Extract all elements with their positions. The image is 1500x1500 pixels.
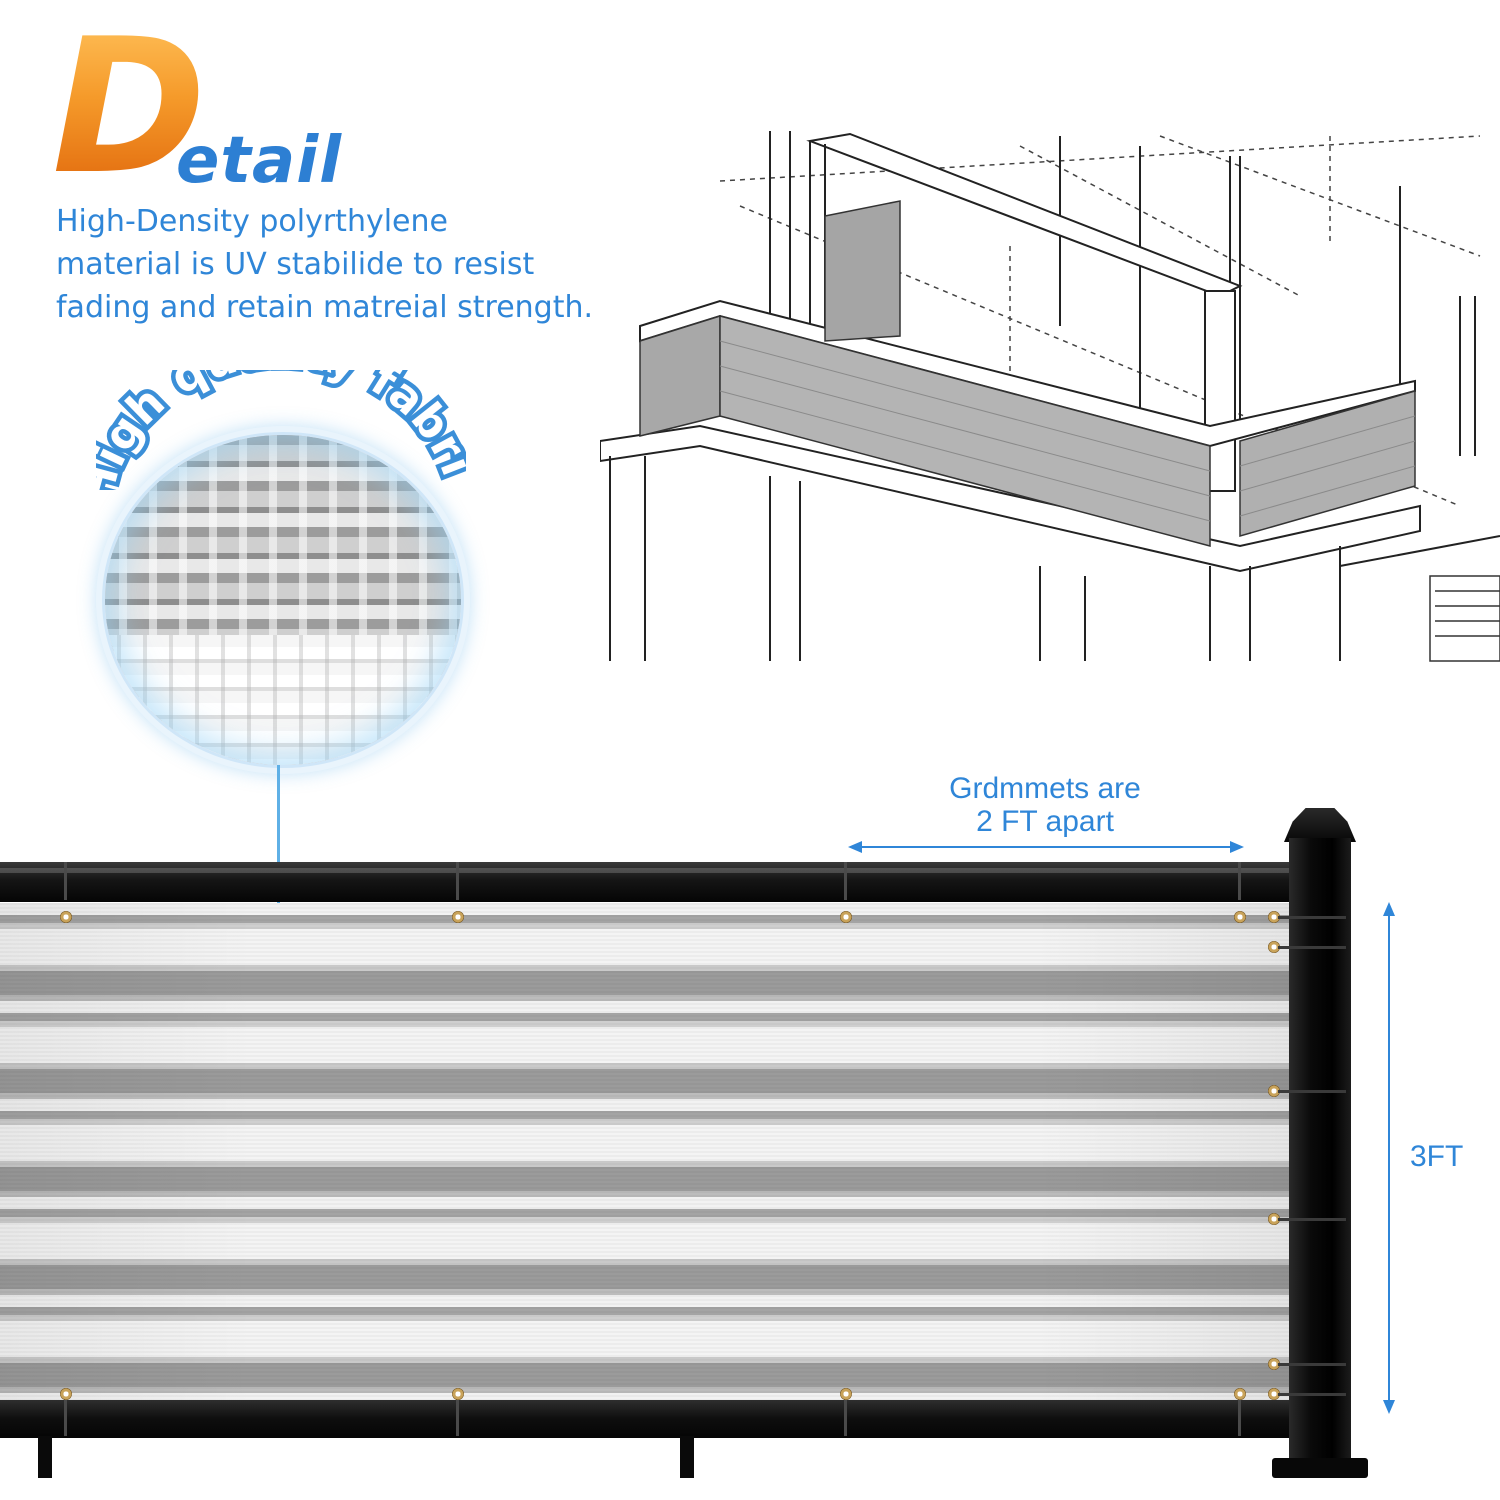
zip-tie: [1238, 1398, 1241, 1436]
detail-title: D etail: [52, 14, 372, 200]
grommet: [1268, 911, 1280, 923]
description-line-2: material is UV stabilide to resist: [56, 247, 535, 282]
grommet: [60, 1388, 72, 1400]
balcony-illustration: [600, 131, 1500, 662]
zip-tie: [456, 862, 459, 900]
zip-tie: [844, 1398, 847, 1436]
grommet-spacing-line-1: Grdmmets are: [949, 772, 1141, 805]
zip-tie: [1278, 916, 1346, 919]
vertical-dimension-arrow: [1383, 902, 1395, 1414]
product-description: High-Density polyrthylene material is UV…: [56, 200, 616, 329]
title-initial: D: [52, 0, 207, 215]
horizontal-dimension-arrow: [848, 841, 1244, 853]
grommet-spacing-label: Grdmmets are 2 FT apart: [900, 772, 1190, 838]
fabric-closeup: [102, 432, 464, 768]
post-cap: [1284, 808, 1356, 842]
grommet: [1268, 1358, 1280, 1370]
rail-foot: [38, 1436, 52, 1478]
top-rail: [0, 862, 1300, 902]
zip-tie: [1278, 1393, 1346, 1396]
grommet: [1268, 1213, 1280, 1225]
grommet: [452, 911, 464, 923]
grommet: [452, 1388, 464, 1400]
zip-tie: [1278, 1363, 1346, 1366]
grommet: [1268, 1085, 1280, 1097]
zip-tie: [64, 862, 67, 900]
zip-tie: [1278, 946, 1346, 949]
callout-line: [277, 765, 280, 937]
grommet: [60, 911, 72, 923]
grommet: [840, 911, 852, 923]
privacy-screen: [0, 903, 1290, 1400]
title-rest: etail: [176, 124, 343, 198]
grommet: [1268, 1388, 1280, 1400]
zip-tie: [1278, 1218, 1346, 1221]
description-line-1: High-Density polyrthylene: [56, 204, 448, 239]
zip-tie: [64, 1398, 67, 1436]
zip-tie: [1238, 862, 1241, 900]
post-base: [1272, 1458, 1368, 1478]
rail-foot: [680, 1436, 694, 1478]
fence-post: [1289, 838, 1351, 1460]
grommet-spacing-line-2: 2 FT apart: [976, 805, 1114, 838]
grommet: [1234, 911, 1246, 923]
zip-tie: [1278, 1090, 1346, 1093]
grommet: [840, 1388, 852, 1400]
grommet: [1234, 1388, 1246, 1400]
grommet: [1268, 941, 1280, 953]
description-line-3: fading and retain matreial strength.: [56, 290, 594, 325]
bottom-rail: [0, 1400, 1290, 1438]
zip-tie: [844, 862, 847, 900]
height-label: 3FT: [1410, 1140, 1464, 1173]
zip-tie: [456, 1398, 459, 1436]
